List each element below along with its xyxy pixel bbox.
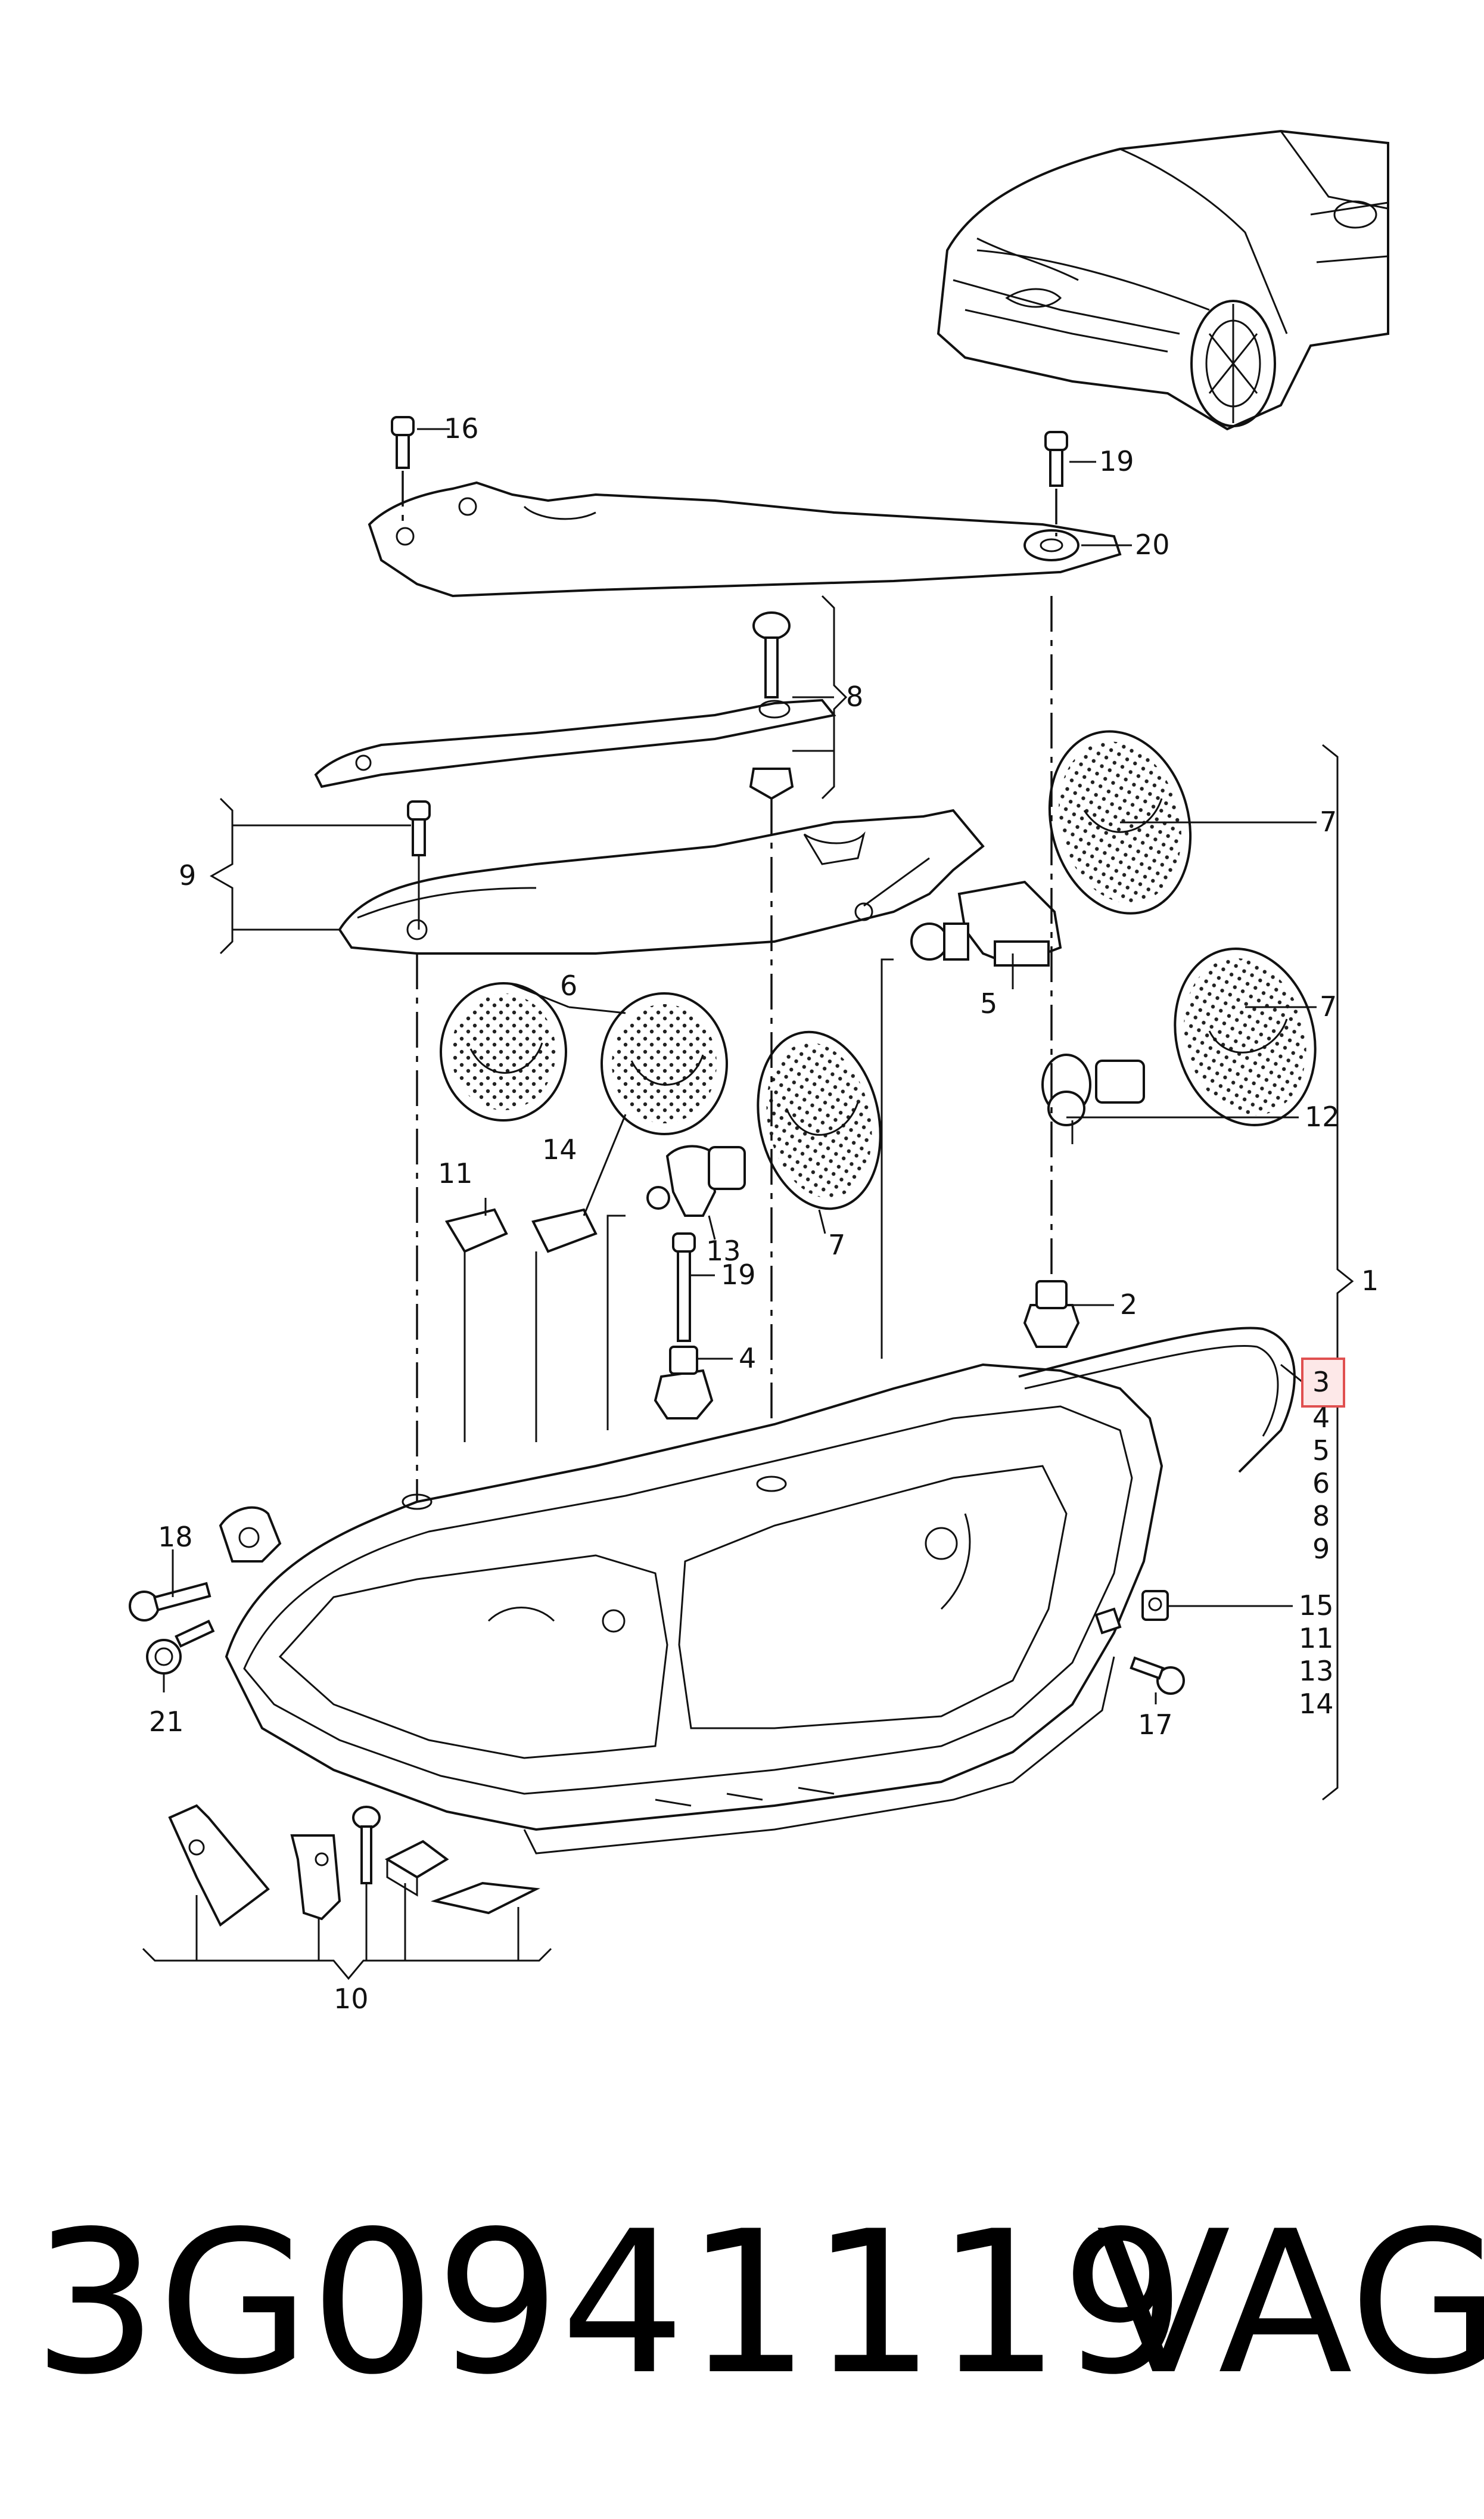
callout-19-top: 19: [1099, 445, 1134, 477]
callout-20: 20: [1135, 529, 1170, 561]
group-list-item: 5: [1312, 1434, 1330, 1467]
bulb-14-icon: [531, 1208, 598, 1442]
group-list-item: 13: [1299, 1655, 1334, 1687]
screw-18-icon: [129, 1582, 211, 1622]
callout-16: 16: [444, 412, 479, 445]
group-list: 3 4 5 6 8 9 15 11 13 14: [1299, 1366, 1334, 1720]
screw-21-icon: [146, 1619, 215, 1675]
group-list-item: 14: [1299, 1688, 1334, 1720]
callout-11: 11: [438, 1157, 473, 1189]
callout-10: 10: [334, 1983, 369, 2015]
screw-9-icon: [407, 800, 431, 930]
cover-cap-7-lower: [1174, 948, 1317, 1126]
bulb-13-icon: [606, 1145, 746, 1430]
callout-13: 13: [706, 1235, 741, 1267]
callout-9: 9: [179, 859, 196, 892]
callout-19-lower: 19: [721, 1259, 756, 1291]
upper-mounting-bracket: [368, 481, 1122, 598]
callout-18: 18: [158, 1521, 193, 1553]
group-list-item: 9: [1312, 1533, 1330, 1565]
headlight-exploded-diagram: 16 19 20 8 9 7 7 7 6 5 12 11 14 13 19 4 …: [129, 129, 1389, 2015]
group-list-item: 6: [1312, 1467, 1330, 1499]
cover-cap-6-right: [601, 992, 728, 1135]
callout-6: 6: [560, 970, 577, 1002]
trim-strip-bracket: [314, 698, 836, 788]
headlight-housing: [219, 1363, 1163, 1855]
clip-15-icon: [1141, 1590, 1169, 1621]
repair-kit-10: [168, 1804, 540, 1927]
callout-7-lower: 7: [1320, 990, 1337, 1023]
part-number: 3G0941119: [33, 2189, 1186, 2418]
callout-12: 12: [1305, 1101, 1340, 1133]
cover-cap-6-left: [440, 982, 567, 1122]
callout-14: 14: [542, 1133, 577, 1166]
bulb-12-icon: [1041, 1054, 1145, 1144]
callout-17: 17: [1138, 1709, 1173, 1741]
callout-7-upper: 7: [1320, 806, 1337, 838]
clip-2-icon: [1023, 596, 1080, 1348]
leader-lines: [163, 428, 1317, 1704]
callout-1: 1: [1361, 1265, 1379, 1297]
callout-7-middle: 7: [828, 1229, 845, 1261]
brand-label: VAG: [1096, 2189, 1484, 2418]
bulb-holder-5-icon: [881, 880, 1062, 1359]
group-list-item: 3: [1312, 1366, 1330, 1398]
group-list-item: 15: [1299, 1589, 1334, 1622]
bulb-11-icon: [444, 1208, 508, 1442]
callout-5: 5: [980, 987, 997, 1020]
screw-19-top-icon: [1044, 431, 1068, 536]
cover-cap-7-middle: [757, 1030, 882, 1210]
callout-2: 2: [1120, 1288, 1137, 1321]
group-brackets: [142, 595, 1354, 1980]
screw-17-icon: [1130, 1656, 1185, 1695]
highlight-box-3: [1301, 1358, 1345, 1408]
callout-21: 21: [149, 1706, 184, 1738]
screw-19-lower-icon: [672, 1232, 696, 1342]
car-thumbnail: [937, 129, 1389, 431]
group-list-item: 4: [1312, 1402, 1330, 1434]
bolt-8-icon: [749, 611, 794, 800]
callout-8: 8: [846, 681, 863, 713]
group-list-item: 8: [1312, 1500, 1330, 1532]
screw-16-icon: [391, 416, 415, 524]
seal-3: [1018, 1327, 1296, 1473]
air-guide-panel: [338, 809, 985, 955]
group-list-item: 11: [1299, 1622, 1334, 1654]
clip-4-icon: [654, 1346, 714, 1420]
callout-4: 4: [739, 1342, 756, 1374]
